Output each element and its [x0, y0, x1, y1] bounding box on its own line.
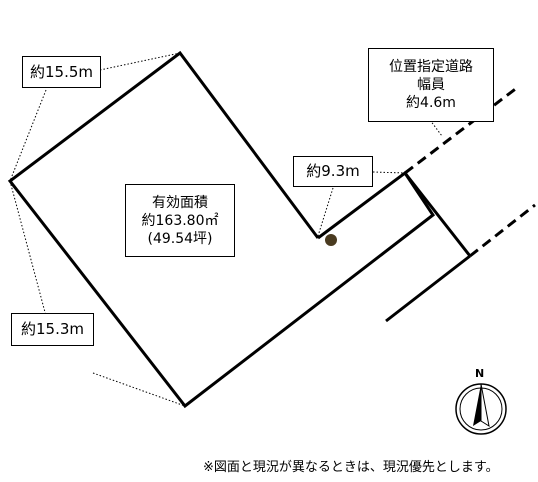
- disclaimer-note: ※図面と現況が異なるときは、現況優先とします。: [203, 460, 499, 475]
- dimension-leaders: [9, 52, 443, 407]
- top-side-dimension-text: 約15.5m: [29, 63, 93, 81]
- area-tsubo: (49.54坪): [147, 231, 213, 247]
- left-side-dimension: 約15.3m: [11, 313, 94, 346]
- north-label: N: [475, 367, 485, 380]
- road-word: 幅員: [417, 77, 445, 93]
- access-strip: [403, 172, 472, 257]
- road-edge-lower-dashed: [469, 203, 536, 258]
- boundary-marker-icon: [325, 234, 337, 246]
- left-side-dimension-text: 約15.3m: [20, 320, 84, 338]
- road-title: 位置指定道路: [389, 59, 473, 75]
- area-title: 有効面積: [152, 195, 208, 211]
- frontage-dimension-text: 約9.3m: [306, 162, 360, 180]
- area-sqm: 約163.80㎡: [141, 213, 219, 229]
- area-box: 有効面積 約163.80㎡ (49.54坪): [125, 184, 235, 257]
- road-width: 約4.6m: [406, 95, 456, 111]
- road-edge-lower: [385, 254, 471, 323]
- road-info-box: 位置指定道路 幅員 約4.6m: [368, 48, 494, 122]
- top-side-dimension: 約15.5m: [22, 56, 101, 88]
- road-edge-upper-dashed: [404, 85, 519, 175]
- north-arrow-icon: [455, 383, 507, 435]
- frontage-dimension: 約9.3m: [293, 156, 373, 187]
